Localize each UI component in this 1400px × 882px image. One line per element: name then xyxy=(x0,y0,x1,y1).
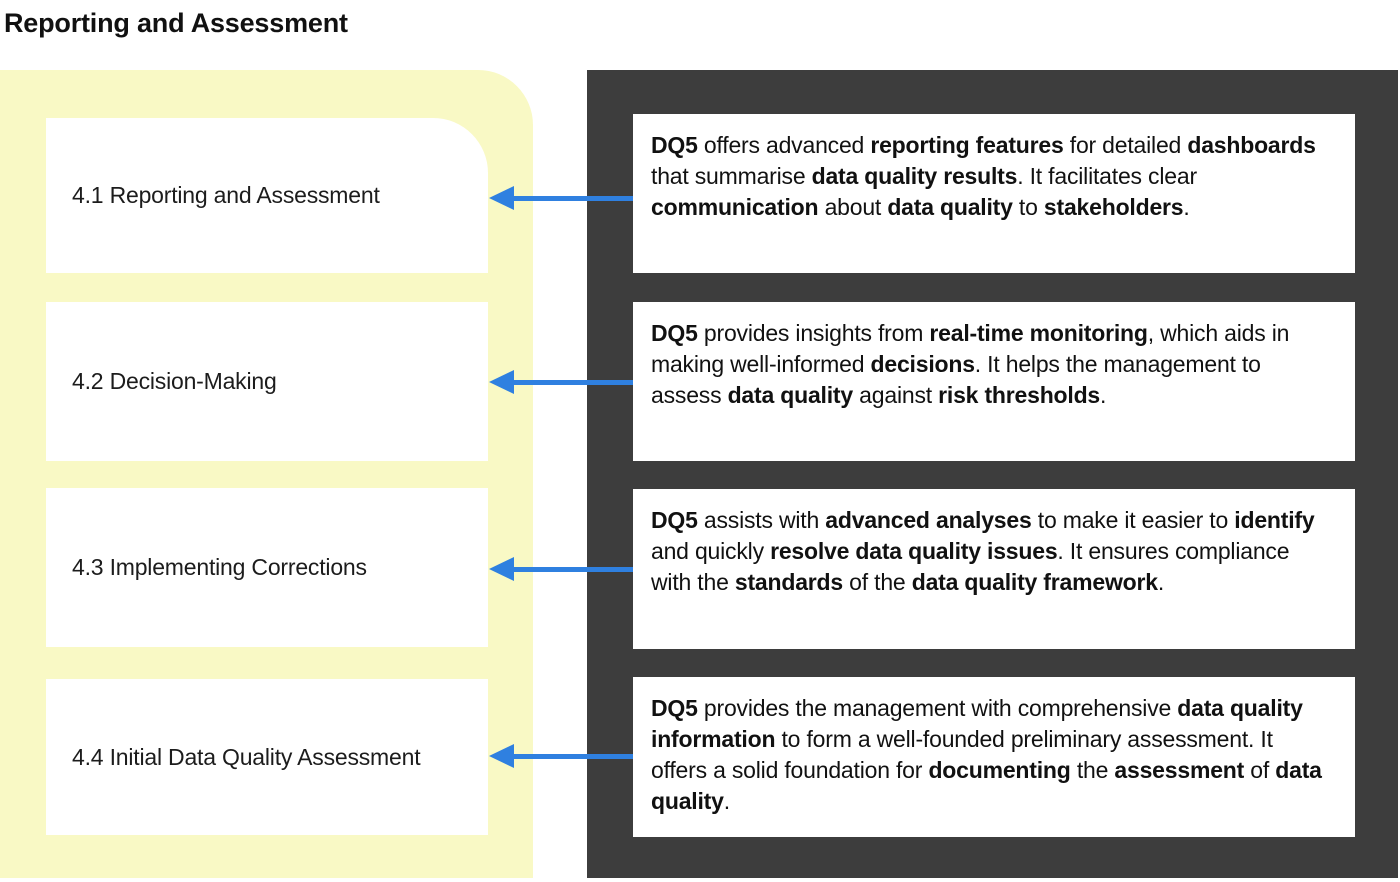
description-box-4-4: DQ5 provides the management with compreh… xyxy=(633,677,1355,837)
arrow-shaft xyxy=(505,379,633,385)
arrow-head xyxy=(489,370,514,394)
topics-panel: 4.1 Reporting and Assessment 4.2 Decisio… xyxy=(0,70,533,878)
topic-label: 4.4 Initial Data Quality Assessment xyxy=(72,743,421,770)
description-box-4-1: DQ5 offers advanced reporting features f… xyxy=(633,114,1355,273)
topic-box-4-1: 4.1 Reporting and Assessment xyxy=(46,118,488,273)
left-arrow-icon xyxy=(489,557,633,581)
arrow-shaft xyxy=(505,753,633,759)
left-arrow-icon xyxy=(489,370,633,394)
descriptions-panel: DQ5 offers advanced reporting features f… xyxy=(587,70,1398,878)
topic-label: 4.3 Implementing Corrections xyxy=(72,554,367,580)
left-arrow-icon xyxy=(489,744,633,768)
arrow-head xyxy=(489,744,514,768)
topic-label: 4.1 Reporting and Assessment xyxy=(72,182,380,208)
description-box-4-3: DQ5 assists with advanced analyses to ma… xyxy=(633,489,1355,649)
description-box-4-2: DQ5 provides insights from real-time mon… xyxy=(633,302,1355,461)
topic-box-4-4: 4.4 Initial Data Quality Assessment xyxy=(46,679,488,835)
arrow-shaft xyxy=(505,195,633,201)
arrow-shaft xyxy=(505,566,633,572)
topic-label: 4.2 Decision-Making xyxy=(72,368,277,394)
left-arrow-icon xyxy=(489,186,633,210)
topic-box-4-2: 4.2 Decision-Making xyxy=(46,302,488,461)
topic-box-4-3: 4.3 Implementing Corrections xyxy=(46,488,488,647)
arrow-head xyxy=(489,186,514,210)
arrow-head xyxy=(489,557,514,581)
page-title: Reporting and Assessment xyxy=(4,8,348,38)
